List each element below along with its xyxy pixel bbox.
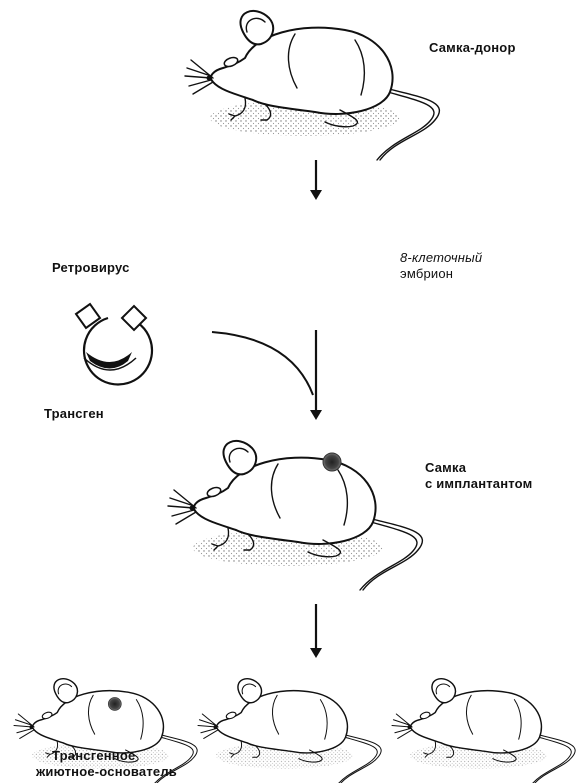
transgene-label: Трансген: [44, 406, 104, 422]
transgene-spot-icon: [108, 697, 121, 710]
retrovirus-vector-icon: [76, 304, 152, 384]
offspring-mouse-drawing-2: [198, 679, 381, 783]
embryo-label-line1: 8-клеточный: [400, 250, 482, 266]
down-arrow-3: [310, 604, 322, 658]
merge-curve: [212, 332, 313, 395]
retrovirus-label: Ретровирус: [52, 260, 130, 276]
founder-label-line1: Трансгенное: [52, 748, 135, 764]
down-arrow-1: [310, 160, 322, 200]
down-arrow-2: [310, 330, 322, 420]
implant-label-line1: Самка: [425, 460, 466, 476]
implant-label-line2: с имплантантом: [425, 476, 532, 492]
transgene-insert-icon: [84, 352, 136, 370]
offspring-mouse-drawing-3: [392, 679, 575, 783]
donor-label: Самка-донор: [429, 40, 516, 56]
embryo-spot-icon: [323, 453, 341, 471]
implanted-mouse-drawing: [168, 441, 422, 590]
donor-mouse-drawing: [185, 11, 439, 160]
embryo-label-line2: эмбрион: [400, 266, 453, 282]
founder-label-line2: жиютное-основатель: [36, 764, 177, 780]
